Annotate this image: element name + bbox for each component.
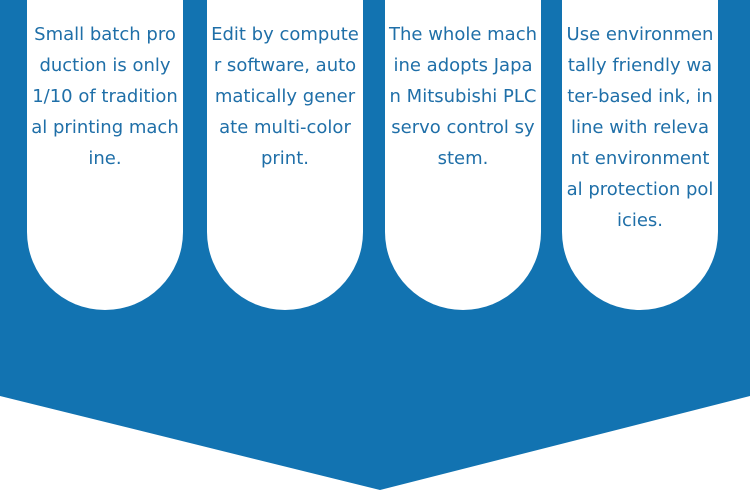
feature-card-plc-servo: The whole machine adopts Japan Mitsubish… bbox=[385, 0, 541, 310]
feature-card-text: Use environmentally friendly water-based… bbox=[566, 24, 714, 231]
feature-card-text: The whole machine adopts Japan Mitsubish… bbox=[389, 24, 538, 169]
feature-card-text: Small batch production is only 1/10 of t… bbox=[31, 24, 179, 169]
feature-card-eco-ink: Use environmentally friendly water-based… bbox=[562, 0, 718, 310]
feature-card-software-edit: Edit by computer software, automatically… bbox=[207, 0, 363, 310]
feature-card-small-batch: Small batch production is only 1/10 of t… bbox=[27, 0, 183, 310]
feature-card-text: Edit by computer software, automatically… bbox=[211, 24, 359, 169]
